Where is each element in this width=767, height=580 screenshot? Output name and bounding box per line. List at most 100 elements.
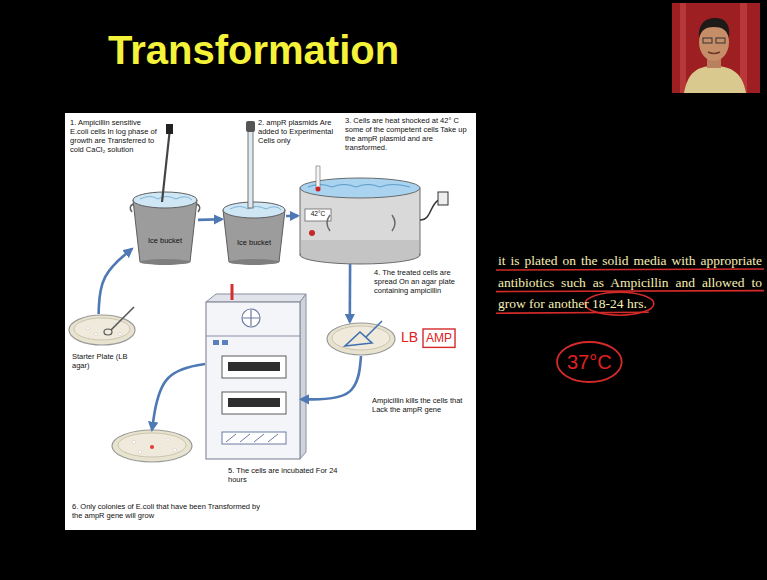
incubator-shelf xyxy=(222,356,286,378)
pipette xyxy=(248,130,253,208)
step-caption: 6. Only colonies of E.coli that have bee… xyxy=(72,502,272,520)
handwritten-note: AMP xyxy=(426,331,452,345)
bucket-body xyxy=(133,200,197,262)
step-caption: 3. Cells are heat shocked at 42° C some … xyxy=(345,116,471,152)
colony-dot xyxy=(166,438,169,441)
bath-shade xyxy=(301,240,419,255)
presenter-photo xyxy=(672,3,760,93)
plate-rim xyxy=(112,430,192,462)
vent-slats xyxy=(226,434,278,442)
indicator-light xyxy=(309,230,315,236)
plate-rim xyxy=(327,323,395,355)
presenter-mouth xyxy=(708,52,720,54)
control-button xyxy=(213,340,219,345)
agar-plate xyxy=(327,321,395,355)
step-caption: 1. Ampicillin sensitive E.coli cells In … xyxy=(70,118,158,154)
tube-rod xyxy=(162,128,170,202)
inoculating-loop xyxy=(104,329,112,335)
ice-bucket: 2. ampR plasmids Are added to Experiment… xyxy=(222,200,286,264)
bucket-bottom xyxy=(229,259,279,265)
bucket-ice xyxy=(223,202,285,218)
panel-line xyxy=(206,336,300,337)
ice-bucket-1 xyxy=(130,124,200,265)
colony-dot xyxy=(173,448,176,451)
bucket-bottom xyxy=(140,259,190,265)
fan-blades xyxy=(243,310,259,326)
pipette-bulb xyxy=(246,121,255,132)
loop-handle xyxy=(111,307,134,330)
incubator xyxy=(206,284,306,459)
figure-panel xyxy=(65,113,476,530)
bath-handle xyxy=(327,215,330,231)
ice-surface xyxy=(140,197,192,201)
flow-arrow xyxy=(152,364,205,430)
curtain-fold xyxy=(680,3,686,93)
red-circle xyxy=(557,342,622,382)
bucket-label: Ice bucket xyxy=(224,238,284,247)
plate-on-shelf xyxy=(228,362,280,371)
photo-background xyxy=(672,3,760,93)
incubator-side xyxy=(300,294,306,459)
colony-dot xyxy=(86,326,89,329)
red-underline xyxy=(496,312,649,313)
agar-plate: 4. The treated cells are spread On an ag… xyxy=(326,322,396,356)
incubator-thermometer xyxy=(231,284,234,300)
plate-on-shelf xyxy=(228,398,280,407)
red-underline xyxy=(496,269,764,270)
bucket-handle xyxy=(197,204,200,212)
plate-note: Ampicillin kills the cells that Lack the… xyxy=(372,396,472,414)
final-plate xyxy=(112,430,192,462)
plate-caption: Starter Plate (LB agar) xyxy=(72,352,138,370)
spreader-handle xyxy=(366,321,382,337)
incubator: 5. The cells are incubated For 24 hours xyxy=(205,300,301,460)
colony-dot xyxy=(94,332,97,335)
flow-arrow xyxy=(301,356,361,399)
presenter-hair xyxy=(699,18,729,38)
step-caption: 5. The cells are incubated For 24 hours xyxy=(228,466,340,484)
control-button xyxy=(222,340,228,345)
starter-plate xyxy=(69,307,135,345)
transformed-colony xyxy=(150,445,154,449)
colony-dot xyxy=(138,450,141,453)
incubator-top xyxy=(206,294,306,302)
incubator-front xyxy=(206,302,300,459)
rod-cap xyxy=(166,124,173,134)
power-plug xyxy=(438,192,448,205)
lecture-note: it is plated on the solid media with app… xyxy=(498,250,762,315)
red-underline xyxy=(496,291,764,292)
water-surface xyxy=(308,185,410,188)
handwritten-note: LB xyxy=(401,329,418,346)
plate-agar xyxy=(118,433,186,457)
bucket-ice xyxy=(133,192,197,208)
flow-arrow xyxy=(198,218,222,221)
flow-arrow xyxy=(286,215,298,218)
presenter-glasses xyxy=(716,38,725,43)
step-caption: 4. The treated cells are spread On an ag… xyxy=(374,268,472,295)
incubator-vent xyxy=(222,432,286,444)
presenter-shirt xyxy=(684,66,746,93)
slide-title: Transformation xyxy=(108,26,399,74)
incubator-shelf xyxy=(222,392,286,414)
plate-agar xyxy=(332,326,390,350)
water-bath: 3. Cells are heat shocked at 42° C some … xyxy=(298,178,422,264)
ice-surface xyxy=(230,207,281,211)
bath-handle xyxy=(392,215,395,231)
flow-arrow xyxy=(348,264,351,322)
step-caption: 2. ampR plasmids Are added to Experiment… xyxy=(258,118,338,145)
plate-rim xyxy=(69,315,135,345)
flow-arrow xyxy=(99,249,132,314)
water-bath xyxy=(300,166,448,264)
temperature-label: 42°C xyxy=(305,210,331,218)
power-cord xyxy=(420,200,439,220)
fan-icon xyxy=(242,309,260,327)
petri-dish: Starter Plate (LB agar) xyxy=(68,314,136,346)
colony-dot xyxy=(132,440,135,443)
red-box xyxy=(423,329,455,347)
colony-dot xyxy=(118,332,121,335)
ice-bucket: 1. Ampicillin sensitive E.coli cells In … xyxy=(132,188,198,264)
presenter-glasses xyxy=(703,38,712,43)
petri-dish: 6. Only colonies of E.coli that have bee… xyxy=(112,430,192,462)
bucket-label: Ice bucket xyxy=(135,236,195,245)
thermometer-bulb xyxy=(316,187,321,192)
plate-agar xyxy=(74,318,130,340)
